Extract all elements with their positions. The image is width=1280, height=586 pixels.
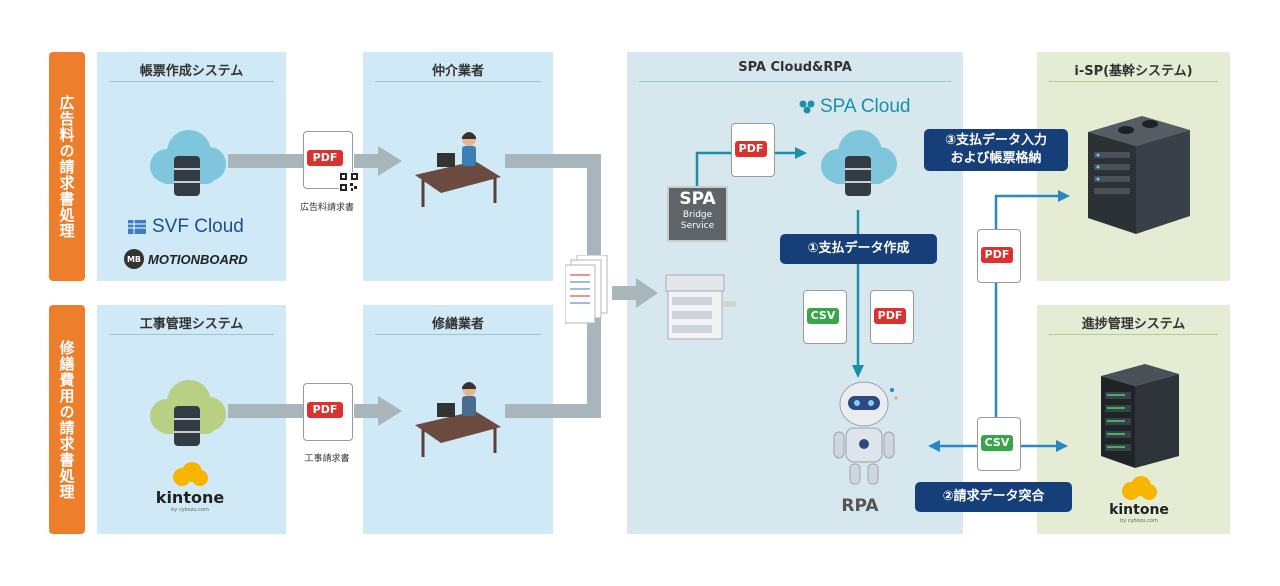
pdf-document-icon: PDF bbox=[977, 229, 1021, 283]
divider bbox=[375, 81, 541, 82]
spa-bridge-title: SPA bbox=[679, 189, 716, 209]
step1-badge: ①支払データ作成 bbox=[780, 234, 937, 264]
divider bbox=[109, 334, 274, 335]
divider bbox=[639, 81, 951, 82]
cloud-database-icon bbox=[150, 130, 226, 196]
kintone-label: kintone bbox=[155, 488, 225, 507]
panel-title-construction-system: 工事管理システム bbox=[139, 317, 244, 332]
server-icon bbox=[1101, 364, 1179, 468]
pdf-badge: PDF bbox=[307, 402, 343, 418]
cloud-database-icon bbox=[821, 130, 897, 196]
step3-line1: ③支払データ入力 bbox=[944, 133, 1047, 148]
spa-bridge-sub: Bridge Service bbox=[680, 210, 715, 231]
qr-code-icon bbox=[339, 172, 359, 192]
csv-badge: CSV bbox=[807, 308, 839, 324]
divider bbox=[1049, 334, 1218, 335]
svf-cloud-logo: SVF Cloud bbox=[128, 215, 268, 239]
side-label-repair-invoice: 修繕費用の請求書処理 bbox=[49, 305, 85, 534]
spa-bridge-service-box: SPA Bridge Service bbox=[667, 186, 728, 242]
spa-cloud-label: SPA Cloud bbox=[820, 96, 911, 117]
step2-badge: ②請求データ突合 bbox=[915, 482, 1072, 512]
csv-document-icon: CSV bbox=[803, 290, 847, 344]
stacked-documents-icon bbox=[565, 255, 608, 324]
kintone-cloud-icon bbox=[1122, 476, 1157, 500]
pdf-badge: PDF bbox=[874, 308, 906, 324]
divider bbox=[1049, 81, 1218, 82]
divider bbox=[375, 334, 541, 335]
cloud-database-icon bbox=[150, 380, 226, 446]
motion-board-label: MOTIONBOARD bbox=[148, 251, 248, 267]
rpa-label: RPA bbox=[841, 496, 879, 516]
pdf-document-icon: PDF bbox=[303, 383, 353, 441]
csv-document-icon: CSV bbox=[977, 417, 1021, 471]
step3-line2: および帳票格納 bbox=[950, 151, 1042, 166]
panel-title-form-system: 帳票作成システム bbox=[139, 64, 244, 79]
spa-cloud-logo: SPA Cloud bbox=[798, 96, 910, 118]
pdf-badge: PDF bbox=[307, 150, 343, 166]
panel-title-broker: 仲介業者 bbox=[431, 64, 484, 79]
person-at-desk-icon bbox=[415, 382, 501, 457]
printer-icon bbox=[665, 274, 736, 340]
pdf-badge: PDF bbox=[735, 141, 767, 157]
kintone-label: kintone bbox=[1109, 502, 1169, 518]
pdf-badge: PDF bbox=[981, 247, 1013, 263]
motion-board-mark: MB bbox=[124, 249, 144, 269]
motion-board-logo: MB MOTIONBOARD bbox=[124, 248, 264, 270]
svf-cloud-label: SVF Cloud bbox=[152, 216, 244, 237]
kintone-cloud-icon bbox=[173, 462, 208, 486]
person-at-desk-icon bbox=[415, 132, 501, 207]
csv-badge: CSV bbox=[981, 435, 1013, 451]
kintone-sub-label: by cybozu.com bbox=[171, 507, 209, 513]
kintone-logo: kintone by cybozu.com bbox=[1094, 476, 1184, 524]
panel-title-isp: i-SP(基幹システム) bbox=[1074, 64, 1193, 79]
robot-icon bbox=[833, 381, 898, 485]
panel-title-spa-cloud-rpa: SPA Cloud&RPA bbox=[738, 60, 852, 75]
spa-cloud-mark-icon bbox=[799, 100, 815, 114]
step3-badge: ③支払データ入力 および帳票格納 bbox=[924, 129, 1068, 171]
svf-mark-icon bbox=[128, 220, 146, 234]
side-label-ad-invoice: 広告料の請求書処理 bbox=[49, 52, 85, 281]
panel-title-repair-vendor: 修繕業者 bbox=[431, 317, 484, 332]
pdf-document-icon: PDF bbox=[731, 123, 775, 177]
panel-title-progress-system: 進捗管理システム bbox=[1081, 317, 1186, 332]
caption-construction-invoice: 工事請求書 bbox=[304, 454, 350, 464]
pdf-document-icon: PDF bbox=[870, 290, 914, 344]
caption-ad-invoice: 広告料請求書 bbox=[299, 203, 354, 213]
kintone-logo: kintone by cybozu.com bbox=[145, 462, 235, 513]
server-icon bbox=[1088, 116, 1190, 234]
kintone-sub-label: by cybozu.com bbox=[1120, 518, 1158, 524]
divider bbox=[109, 81, 274, 82]
